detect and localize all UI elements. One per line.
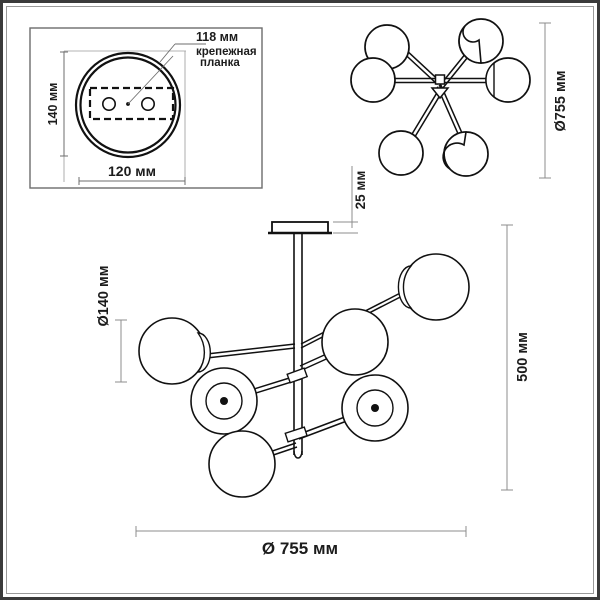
width-dim-label: Ø 755 мм [262,539,338,558]
stem-collar-upper [286,367,309,384]
inset-label-bracket-line2: планка [200,57,240,69]
inset-label-140: 140 мм [46,83,60,126]
front-globe-lower-right-pin [371,404,379,412]
top-globe-lower-left [378,130,424,176]
inset-label-118: 118 мм [196,30,238,44]
top-globe-right-socket [485,61,495,99]
front-view-diagram: 25 мм [96,166,531,558]
front-globe-middle-right [321,308,389,376]
top-globe-upper-right-socket [458,25,482,64]
top-view-hub [434,74,446,85]
front-globe-lower-left [208,430,276,498]
stem-bottom-cap [293,450,303,459]
canopy-dim-label: 25 мм [353,171,368,210]
screw-hole-right [141,97,156,112]
front-globe-upper-left-socket [196,332,211,373]
diameter-leader-line [159,43,176,63]
front-globe-upper-right-socket [397,265,413,309]
top-globe-left [350,57,396,103]
globe-dim-label: Ø140 мм [96,266,112,327]
screw-hole-left [102,97,117,112]
mounting-bracket-outline [88,86,175,121]
arm-front-upper-left [197,343,296,360]
height-dim-label: 500 мм [515,332,531,382]
top-globe-lower-right-socket [442,131,467,170]
bracket-leader-line [127,55,174,105]
front-globe-upper-right [402,253,470,321]
front-globe-middle-left-pin [220,397,228,405]
inset-label-bracket-line1: крепежная [196,46,257,58]
inset-mount-view: 118 мм крепежная планка 140 мм 120 мм [29,27,263,189]
inset-label-120: 120 мм [108,163,156,179]
front-globe-upper-left [138,317,206,385]
top-dim-label: Ø755 мм [553,71,569,132]
stem-collar-lower [284,426,308,443]
top-view-hub-lower [430,87,450,100]
canopy-plate [271,221,329,234]
top-view-diagram: Ø755 мм [350,18,569,179]
